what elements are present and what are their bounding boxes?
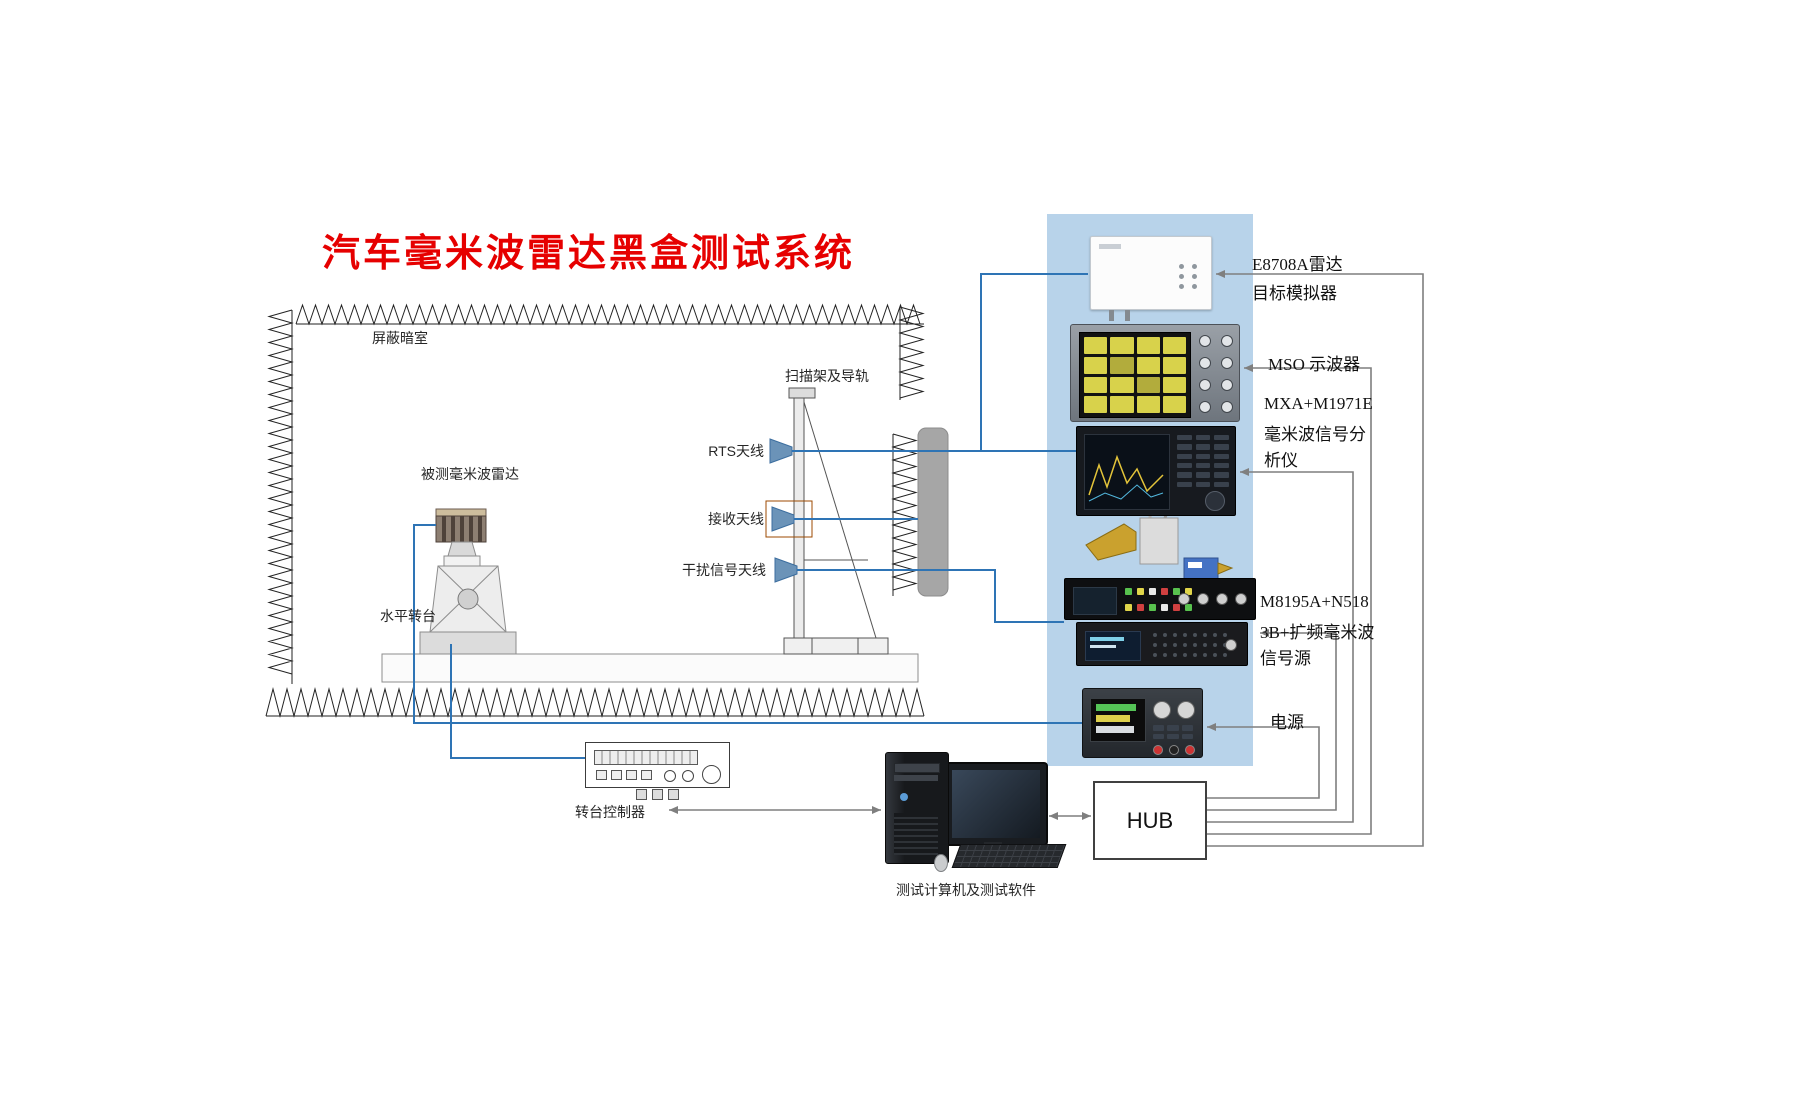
interference-antenna-label: 干扰信号天线 [682, 562, 766, 578]
generator-output-port [1225, 639, 1237, 651]
tower-power-button [900, 793, 908, 801]
analyzer-screen [1084, 434, 1170, 510]
signal-generator-image [1076, 622, 1248, 666]
controller-connector [636, 789, 647, 800]
mixer-module [1183, 557, 1219, 581]
rf-accessories [1085, 469, 1234, 581]
turntable-assembly [419, 508, 517, 655]
awg-bnc-ports [1178, 593, 1247, 605]
absorber-wall-right-mid [891, 433, 918, 591]
chamber-label: 屏蔽暗室 [372, 330, 428, 346]
simulator-ports [1177, 263, 1199, 289]
analyzer-label-line2: 毫米波信号分 [1264, 425, 1366, 444]
waveguide-horn [1085, 523, 1137, 561]
computer-mouse-image [934, 854, 948, 872]
awg-connector-row [1125, 588, 1192, 595]
source-label-line1: M8195A+N518 [1260, 592, 1369, 611]
analyzer-trace [1088, 454, 1164, 502]
computer-monitor-image [944, 762, 1048, 846]
analyzer-knob [1205, 491, 1225, 511]
wall-feedthrough-panel [917, 427, 949, 597]
monitor-screen [952, 770, 1040, 838]
simulator-label-line2: 目标模拟器 [1252, 284, 1337, 303]
line-hub-power [1203, 723, 1320, 799]
turntable-label: 水平转台 [380, 608, 436, 624]
hub-box: HUB [1093, 781, 1207, 860]
tower-drive-bay [894, 775, 938, 781]
oscilloscope-label: MSO 示波器 [1268, 355, 1361, 374]
scanner-frame [783, 387, 889, 655]
tower-drive-bay [894, 763, 940, 773]
simulator-label-line1: E8708A雷达 [1252, 255, 1343, 274]
oscilloscope-image [1070, 324, 1240, 422]
controller-knob [664, 770, 676, 782]
page-title: 汽车毫米波雷达黑盒测试系统 [322, 233, 856, 275]
controller-knob-large [702, 765, 721, 784]
tower-vents [894, 813, 938, 855]
oscilloscope-screen [1079, 332, 1191, 418]
analyzer-label-line1: MXA+M1971E [1264, 394, 1373, 413]
absorber-wall-left [267, 309, 294, 675]
simulator-antenna-stub [1109, 310, 1114, 321]
line-hub-analyzer [1203, 468, 1354, 823]
absorber-wall-bottom [265, 687, 925, 718]
controller-label: 转台控制器 [575, 804, 645, 820]
signal-analyzer-image [1076, 426, 1236, 516]
controller-connector [652, 789, 663, 800]
source-label-line2: 3B+扩频毫米波 [1260, 623, 1375, 642]
absorber-wall-right-top [898, 306, 925, 399]
power-screen [1090, 698, 1146, 742]
hub-label: HUB [1126, 807, 1174, 833]
connection-lines-blue [413, 273, 1088, 759]
awg-display [1073, 587, 1117, 615]
frequency-extender-module [1139, 517, 1179, 565]
line-turntable-to-controller [450, 644, 585, 759]
power-output-jacks [1153, 745, 1195, 755]
scanner-label: 扫描架及导轨 [785, 368, 869, 384]
power-knob [1153, 701, 1171, 719]
controller-knob [682, 770, 694, 782]
controller-keys [596, 770, 652, 780]
rts-antenna-label: RTS天线 [708, 443, 764, 459]
analyzer-label-line3: 析仪 [1264, 451, 1298, 470]
radar-under-test-label: 被测毫米波雷达 [421, 466, 519, 482]
power-supply-image [1082, 688, 1203, 758]
rts-antenna-horn [769, 438, 793, 464]
power-knob [1177, 701, 1195, 719]
awg-image [1064, 578, 1256, 620]
absorber-wall-top [295, 303, 921, 326]
simulator-antenna-stub [1125, 310, 1130, 321]
line-hub-simulator [1203, 270, 1424, 847]
computer-label: 测试计算机及测试软件 [896, 882, 1036, 898]
generator-display [1085, 631, 1141, 661]
line-simulator-to-wall [980, 273, 1088, 451]
line-interference-antenna [797, 569, 1064, 623]
line-power-to-radar [413, 524, 1082, 724]
power-label: 电源 [1270, 713, 1304, 732]
radar-under-test-image [435, 508, 487, 517]
line-hub-source [1203, 629, 1337, 811]
oscilloscope-knobs [1197, 333, 1235, 415]
interference-antenna-horn [774, 557, 798, 583]
chamber-floor-rail [381, 653, 919, 683]
computer-keyboard-image [951, 844, 1067, 868]
line-hub-oscilloscope [1203, 364, 1372, 835]
receive-antenna-label: 接收天线 [708, 511, 764, 527]
source-label-line3: 信号源 [1260, 649, 1311, 668]
power-buttons [1153, 725, 1193, 739]
receive-antenna-horn [771, 506, 795, 532]
computer-tower-image [885, 752, 949, 864]
radar-target-simulator-image [1090, 236, 1212, 321]
antenna-horns [765, 438, 813, 583]
connection-lines-gray [669, 270, 1424, 847]
generator-keypad [1151, 632, 1229, 658]
controller-connector [668, 789, 679, 800]
turntable-controller-image [585, 742, 730, 800]
analyzer-buttons [1177, 435, 1229, 487]
simulator-logo [1099, 244, 1121, 249]
awg-connector-row [1125, 604, 1192, 611]
controller-display [594, 750, 698, 765]
